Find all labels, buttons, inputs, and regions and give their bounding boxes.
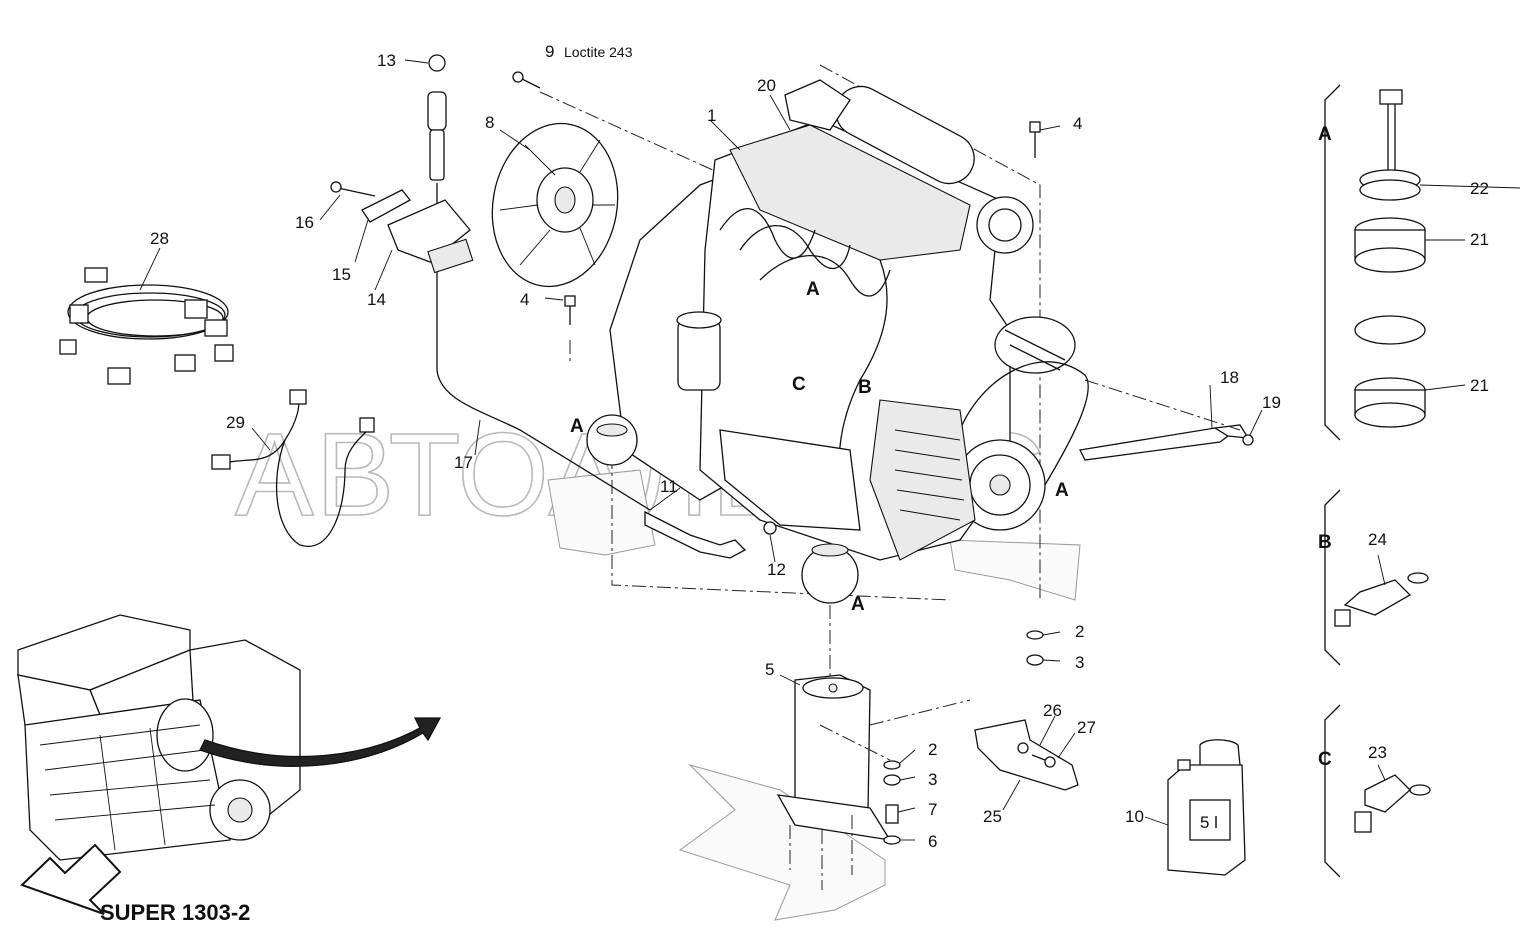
section-b-label: B [858, 377, 872, 398]
callout-4-mid: 4 [520, 290, 529, 309]
callout-29: 29 [226, 413, 245, 432]
section-b-detail [1324, 489, 1429, 666]
section-a-header: A [1318, 124, 1332, 145]
callout-1: 1 [707, 106, 716, 125]
callout-16: 16 [295, 213, 314, 232]
paver-machine-icon [17, 614, 301, 861]
callout-20: 20 [757, 76, 776, 95]
sensor-cable-icon [211, 389, 375, 548]
bracket-18 [1079, 379, 1254, 461]
callout-13: 13 [377, 51, 396, 70]
section-b-header: B [1318, 532, 1332, 553]
cable-harness-icon [59, 267, 234, 385]
callout-25: 25 [983, 807, 1002, 826]
engine-mount-icon [801, 543, 859, 680]
section-a-label-3: A [1055, 480, 1069, 501]
callout-9: 9 [545, 42, 554, 61]
callout-2-bottom: 2 [928, 740, 937, 759]
section-letters: A A A A A B B C C [570, 124, 1332, 770]
callout-labels: 13 9 Loctite 243 20 1 8 4 16 28 15 14 4 … [150, 42, 1489, 851]
callout-28: 28 [150, 229, 169, 248]
bracket-25 [974, 719, 1079, 791]
callout-8: 8 [485, 113, 494, 132]
callout-3-bottom: 3 [928, 770, 937, 789]
callout-23: 23 [1368, 743, 1387, 762]
callout-18: 18 [1220, 368, 1239, 387]
callout-26: 26 [1043, 701, 1062, 720]
section-c-header: C [1318, 749, 1332, 770]
pointer-arrow-icon [20, 843, 122, 915]
engine-drawing [539, 64, 1089, 601]
callout-22: 22 [1470, 179, 1489, 198]
section-c-label: C [792, 374, 806, 395]
cable-and-clamp-group [330, 54, 777, 559]
callout-6: 6 [928, 832, 937, 851]
section-a-detail [1324, 84, 1426, 441]
callout-27: 27 [1077, 718, 1096, 737]
section-c-detail [1324, 704, 1431, 878]
floor-plate-right [949, 539, 1081, 601]
callout-17: 17 [454, 453, 473, 472]
callout-21-top: 21 [1470, 230, 1489, 249]
callout-10: 10 [1125, 807, 1144, 826]
callout-21-bottom: 21 [1470, 376, 1489, 395]
floor-plate-left [547, 469, 656, 556]
oil-canister-icon: 5 l [1167, 739, 1246, 876]
section-a-label-2: A [570, 416, 584, 437]
callout-7: 7 [928, 800, 937, 819]
mount-bracket-5 [776, 630, 1044, 890]
model-title: SUPER 1303-2 [100, 900, 250, 925]
callout-14: 14 [367, 290, 386, 309]
leader-lines [139, 59, 1521, 841]
callout-11: 11 [660, 477, 678, 496]
curved-arrow-icon [199, 717, 442, 767]
bolts-group [512, 71, 1041, 362]
callout-9-note: Loctite 243 [564, 44, 633, 60]
callout-3-right: 3 [1075, 653, 1084, 672]
section-a-label-1: A [806, 279, 820, 300]
section-a-label-4: A [851, 594, 865, 615]
callout-15: 15 [332, 265, 351, 284]
callout-4-top: 4 [1073, 114, 1082, 133]
callout-2-right: 2 [1075, 622, 1084, 641]
callout-5: 5 [765, 660, 774, 679]
callout-24: 24 [1368, 530, 1387, 549]
flywheel-icon [491, 122, 619, 288]
callout-12: 12 [767, 560, 786, 579]
canister-label: 5 l [1200, 813, 1218, 832]
callout-19: 19 [1262, 393, 1281, 412]
